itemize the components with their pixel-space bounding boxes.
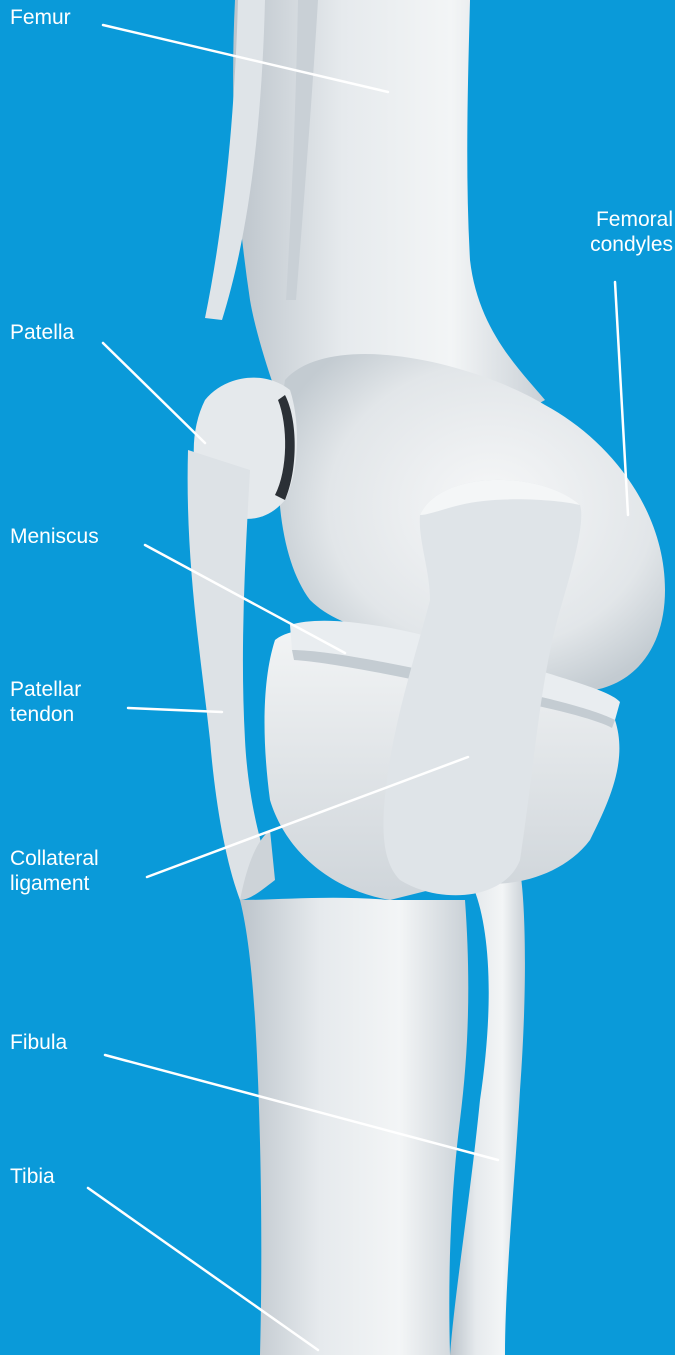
label-meniscus: Meniscus [10, 524, 99, 549]
label-femur: Femur [10, 5, 71, 30]
label-fibula: Fibula [10, 1030, 67, 1055]
label-femoral-condyles-text: Femoral condyles [590, 207, 673, 257]
label-femoral-condyles: Femoral condyles [590, 207, 673, 257]
label-patella: Patella [10, 320, 74, 345]
label-collateral-ligament: Collateral ligament [10, 846, 99, 896]
tibia-bone [240, 898, 468, 1355]
label-tibia: Tibia [10, 1164, 55, 1189]
patella-leader [103, 343, 205, 443]
label-patellar-tendon: Patellar tendon [10, 677, 81, 727]
